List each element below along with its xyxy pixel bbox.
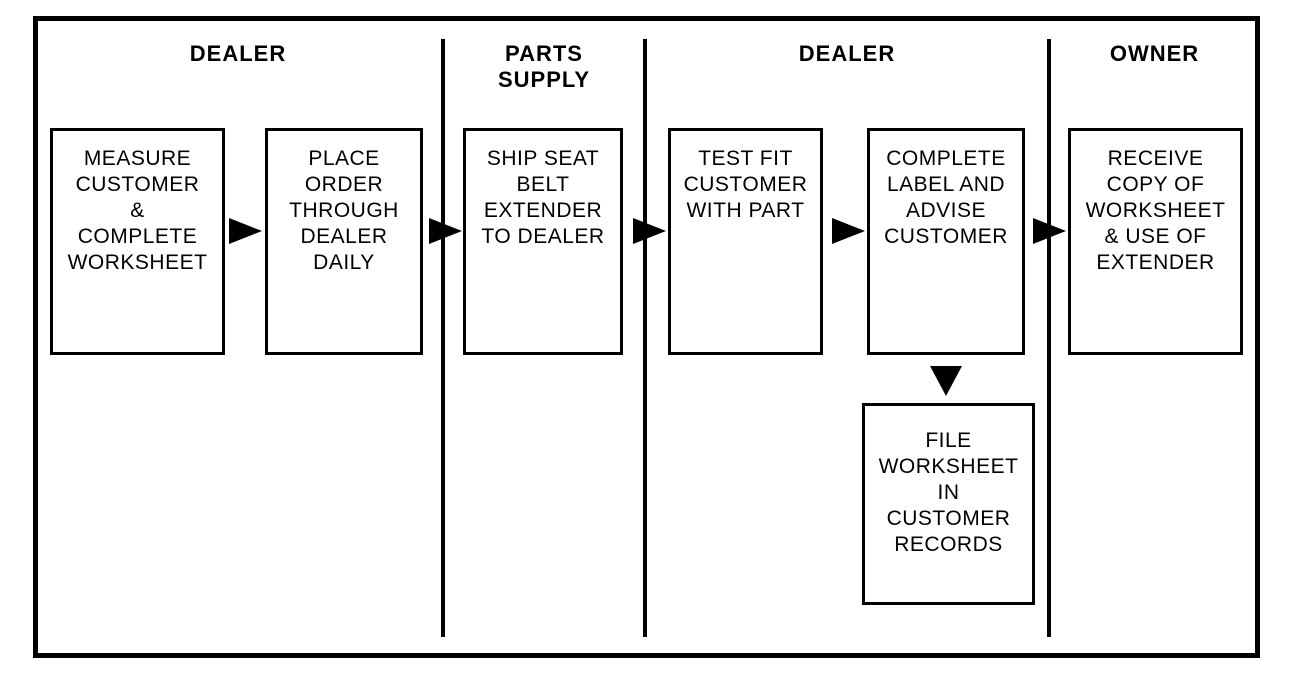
diagram-frame [33,16,1260,658]
lane-header-parts-supply: PARTS SUPPLY [497,41,590,92]
flow-arrow-right-icon [429,218,462,244]
step-ship-extender: SHIP SEAT BELT EXTENDER TO DEALER [463,128,623,355]
step-place-order: PLACE ORDER THROUGH DEALER DAILY [265,128,423,355]
lane-divider-1 [441,39,445,637]
flow-arrow-right-icon [633,218,666,244]
step-complete-label: COMPLETE LABEL AND ADVISE CUSTOMER [867,128,1025,355]
lane-divider-2 [643,39,647,637]
lane-header-owner: OWNER [1109,41,1200,66]
flow-arrow-down-icon [930,366,962,396]
lane-divider-3 [1047,39,1051,637]
lane-header-dealer-1: DEALER [189,41,287,66]
flow-arrow-right-icon [229,218,262,244]
step-test-fit: TEST FIT CUSTOMER WITH PART [668,128,823,355]
step-file-worksheet: FILE WORKSHEET IN CUSTOMER RECORDS [862,403,1035,605]
flow-arrow-right-icon [832,218,865,244]
step-receive-copy: RECEIVE COPY OF WORKSHEET & USE OF EXTEN… [1068,128,1243,355]
flow-arrow-right-icon [1033,218,1066,244]
step-measure-customer: MEASURE CUSTOMER & COMPLETE WORKSHEET [50,128,225,355]
lane-header-dealer-2: DEALER [798,41,896,66]
